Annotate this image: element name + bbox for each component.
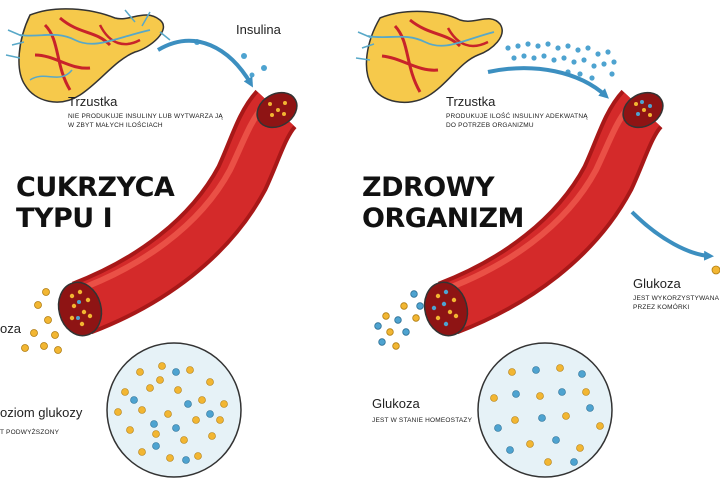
right-glucose-description: JEST W STANIE HOMEOSTAZY bbox=[372, 417, 473, 424]
right-glucose-cells-label: Glukoza bbox=[633, 276, 681, 291]
right-glucose-label: Glukoza bbox=[372, 396, 420, 411]
right-pancreas-description: PRODUKUJE ILOŚĆ INSULINY ADEKWATNĄ DO PO… bbox=[446, 112, 626, 130]
right-insulin-arrow bbox=[487, 66, 609, 99]
left-glucose-level-description: T PODWYŻSZONY bbox=[0, 429, 60, 436]
left-heading-line1: CUKRZYCA bbox=[16, 172, 175, 203]
right-glucose-cells-description: JEST WYKORZYSTYWANA PRZEZ KOMÓRKI bbox=[633, 294, 720, 312]
left-blood-vessel bbox=[57, 89, 298, 337]
left-pancreas-description: NIE PRODUKUJE INSULINY LUB WYTWARZA JĄ W… bbox=[68, 112, 268, 130]
left-glucose-level-circle bbox=[106, 342, 242, 478]
right-pancreas-description-line1: PRODUKUJE ILOŚĆ INSULINY ADEKWATNĄ bbox=[446, 113, 588, 120]
left-pancreas-illustration bbox=[5, 8, 171, 103]
left-pancreas-label: Trzustka bbox=[68, 94, 118, 109]
right-glucose-arrow bbox=[630, 210, 714, 261]
left-pancreas-description-line2: W ZBYT MAŁYCH ILOŚCIACH bbox=[68, 122, 163, 129]
left-insulin-dots bbox=[194, 39, 267, 78]
left-glucose-outflow bbox=[21, 288, 62, 354]
right-insulin-cloud bbox=[505, 41, 617, 81]
right-heading-line2: ORGANIZM bbox=[362, 203, 524, 234]
right-glucose-homeostasis-circle bbox=[477, 342, 613, 478]
right-heading-line1: ZDROWY bbox=[362, 172, 495, 203]
right-heading: ZDROWY ORGANIZM bbox=[362, 172, 524, 234]
right-glucose-cells-description-line2: PRZEZ KOMÓRKI bbox=[633, 304, 690, 311]
left-pancreas-description-line1: NIE PRODUKUJE INSULINY LUB WYTWARZA JĄ bbox=[68, 113, 223, 120]
right-pancreas-description-line2: DO POTRZEB ORGANIZMU bbox=[446, 122, 534, 129]
left-insulin-arrow bbox=[156, 38, 254, 88]
left-glucose-level-label: oziom glukozy bbox=[0, 405, 83, 420]
right-pancreas-illustration bbox=[355, 10, 503, 104]
right-pancreas-label: Trzustka bbox=[446, 94, 496, 109]
left-glucose-label: oza bbox=[0, 321, 21, 336]
left-heading: CUKRZYCA TYPU I bbox=[16, 172, 175, 234]
left-heading-line2: TYPU I bbox=[16, 203, 113, 234]
insulin-label: Insulina bbox=[236, 22, 281, 37]
right-glucose-to-cell-dot bbox=[711, 265, 720, 275]
right-glucose-cells-description-line1: JEST WYKORZYSTYWANA bbox=[633, 295, 720, 302]
right-blood-vessel bbox=[423, 89, 664, 337]
right-mixed-outflow bbox=[374, 290, 424, 350]
